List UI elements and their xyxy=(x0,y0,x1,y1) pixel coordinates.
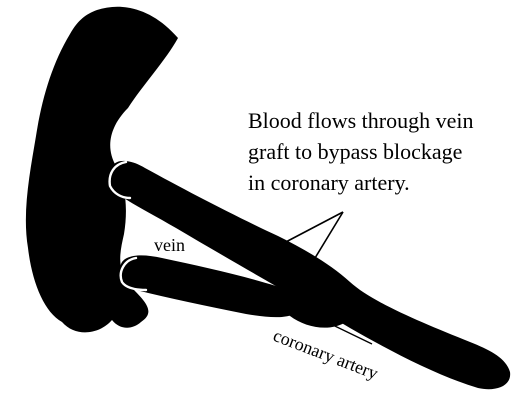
caption-line-2: graft to bypass blockage xyxy=(248,139,462,164)
vein-label: vein xyxy=(154,235,185,255)
caption-line-3: in coronary artery. xyxy=(248,170,410,195)
caption-line-1: Blood flows through vein xyxy=(248,108,474,133)
